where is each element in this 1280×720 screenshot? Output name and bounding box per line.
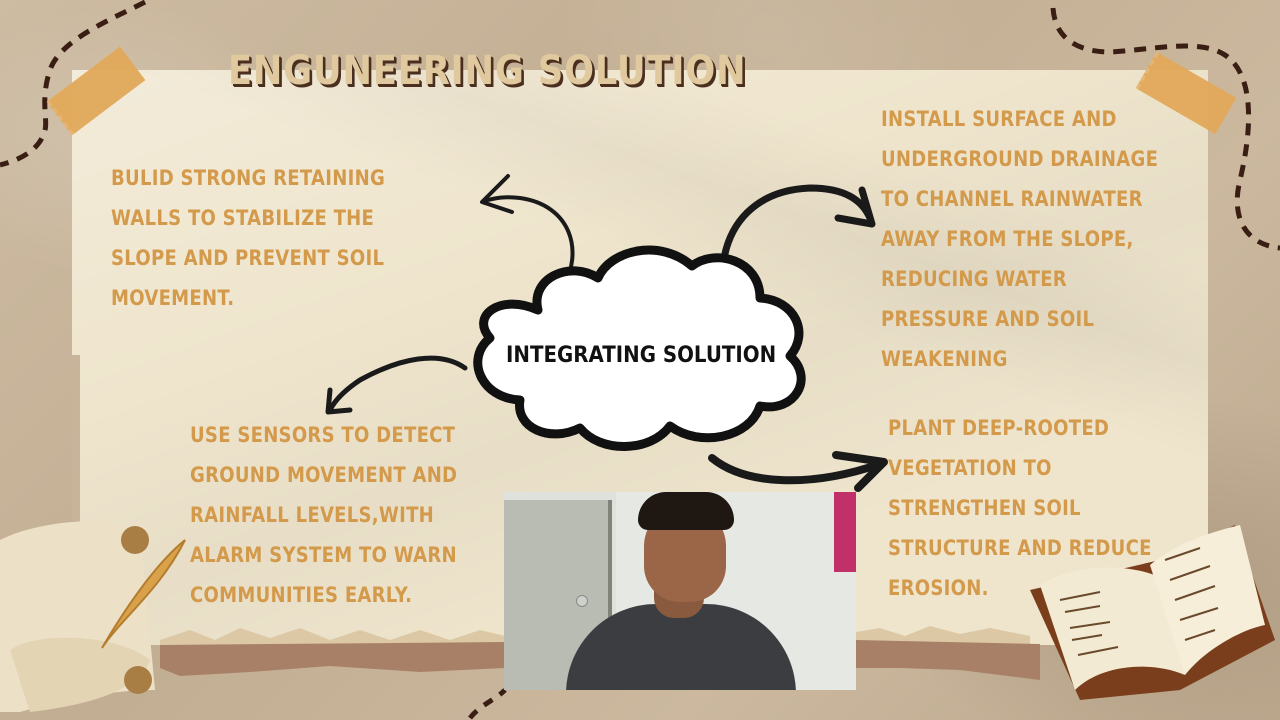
note-retaining-walls: BULID STRONG RETAINING WALLS TO STABILIZ… xyxy=(111,166,386,310)
video-person-hair xyxy=(638,492,734,530)
slide-title: ENGUNEERING SOLUTION xyxy=(228,48,747,94)
cloud-icon xyxy=(473,245,806,451)
video-pink-cloth xyxy=(834,492,856,572)
webcam-video-overlay[interactable] xyxy=(504,492,856,690)
note-drainage: INSTALL SURFACE AND UNDERGROUND DRAINAGE… xyxy=(881,107,1159,371)
paper-edge xyxy=(72,355,80,525)
note-sensors: USE SENSORS TO DETECT GROUND MOVEMENT AN… xyxy=(190,423,458,607)
center-node-label: INTEGRATING SOLUTION xyxy=(506,343,777,368)
note-vegetation: PLANT DEEP-ROOTED VEGETATION TO STRENGTH… xyxy=(888,416,1152,600)
video-door-knob xyxy=(576,595,588,607)
center-cloud-node: INTEGRATING SOLUTION xyxy=(460,238,820,468)
